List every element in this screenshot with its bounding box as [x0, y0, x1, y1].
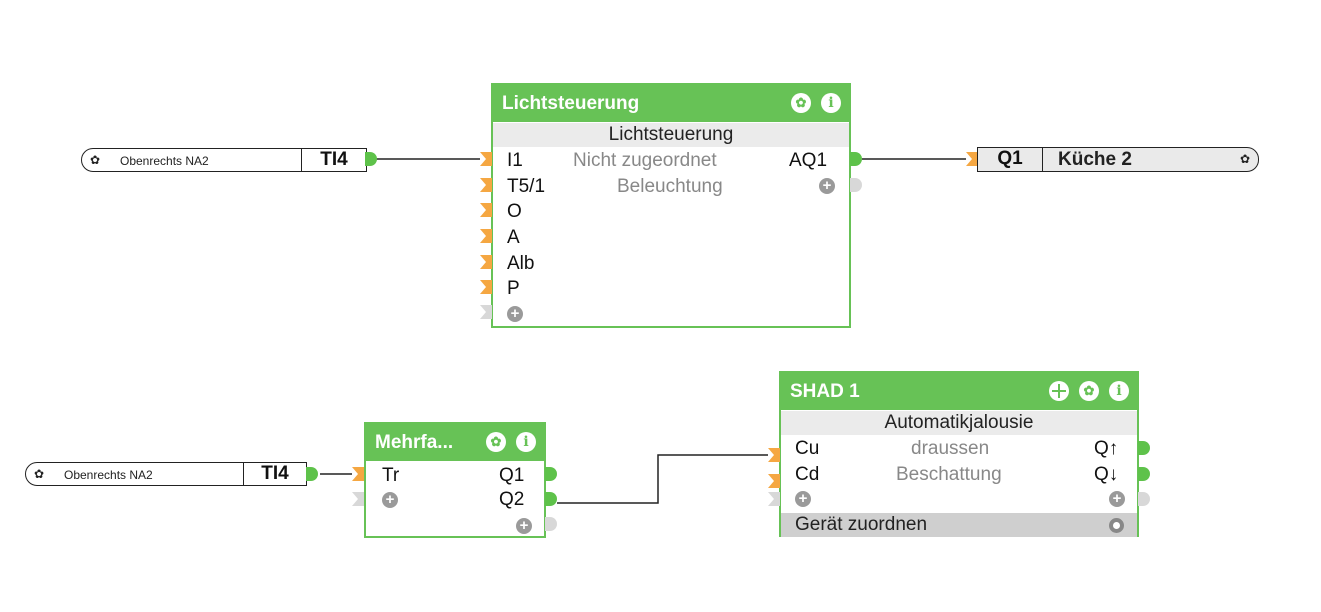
terminal-code: Q1 [977, 147, 1043, 172]
plus-icon[interactable]: + [507, 306, 523, 322]
plus-icon[interactable]: + [795, 491, 811, 507]
block-shad[interactable]: SHAD 1 ✿ i Automatikjalousie Cu Cd + dra… [779, 371, 1139, 537]
input-description: Nicht zugeordnet [573, 150, 717, 171]
output-connector-empty[interactable] [1138, 492, 1150, 506]
input-label-t51: T5/1 [507, 176, 546, 197]
gear-icon[interactable]: ✿ [486, 432, 506, 452]
input-description: Beleuchtung [617, 176, 723, 197]
info-icon[interactable]: i [516, 432, 536, 452]
gear-icon[interactable]: ✿ [89, 153, 101, 167]
gear-icon[interactable]: ✿ [1079, 381, 1099, 401]
output-connector-empty[interactable] [545, 517, 557, 531]
block-title: SHAD 1 [781, 373, 1137, 410]
output-connector[interactable] [306, 467, 318, 481]
output-connector-q1[interactable] [545, 467, 557, 481]
output-connector-aq1[interactable] [850, 152, 862, 166]
input-label-cu: Cu [795, 438, 820, 459]
input-label-a: A [507, 227, 520, 248]
input-connector[interactable] [966, 152, 978, 166]
output-connector-q-up[interactable] [1138, 441, 1150, 455]
output-connector-q2[interactable] [545, 492, 557, 506]
info-icon[interactable]: i [821, 93, 841, 113]
input-connector-t51[interactable] [480, 178, 492, 192]
terminal-name: Obenrechts NA2 [120, 154, 209, 168]
input-connector-a[interactable] [480, 229, 492, 243]
input-connector-p[interactable] [480, 280, 492, 294]
plus-icon[interactable]: + [382, 492, 398, 508]
clock-icon[interactable] [1109, 518, 1124, 533]
input-connector-o[interactable] [480, 203, 492, 217]
output-label-q1: Q1 [499, 465, 525, 486]
input-label-i1: I1 [507, 150, 523, 171]
input-connector-cd[interactable] [768, 474, 780, 488]
terminal-name: Küche 2 [1058, 149, 1132, 170]
terminal-code: TI4 [243, 462, 307, 486]
block-title: Lichtsteuerung [493, 85, 849, 122]
gear-icon[interactable]: ✿ [33, 467, 45, 481]
gear-icon[interactable]: ✿ [791, 93, 811, 113]
input-connector-alb[interactable] [480, 255, 492, 269]
terminal-name: Obenrechts NA2 [64, 468, 153, 482]
input-connector-cu[interactable] [768, 448, 780, 462]
plus-icon[interactable]: + [819, 178, 835, 194]
input-connector-empty[interactable] [768, 492, 780, 506]
output-connector[interactable] [365, 152, 377, 166]
input-connector-i1[interactable] [480, 152, 492, 166]
assign-device-bar[interactable]: Gerät zuordnen [781, 513, 1137, 537]
block-subtitle: Automatikjalousie [781, 411, 1137, 435]
wire-q2-to-cu [557, 454, 768, 504]
input-connector-tr[interactable] [352, 467, 364, 481]
output-terminal-1[interactable]: Q1 Küche 2 ✿ [977, 147, 1259, 172]
input-label-tr: Tr [382, 465, 400, 486]
info-icon[interactable]: i [1109, 381, 1129, 401]
plus-icon[interactable]: + [1109, 491, 1125, 507]
block-title: Mehrfa... [366, 424, 544, 461]
output-label-aq1: AQ1 [789, 150, 828, 171]
output-label-q-down: Q↓ [1094, 464, 1119, 485]
input-terminal-2[interactable]: ✿ Obenrechts NA2 TI4 [25, 462, 307, 486]
terminal-code: TI4 [301, 148, 367, 172]
input-terminal-1[interactable]: ✿ Obenrechts NA2 TI4 [81, 148, 367, 172]
input-description: Beschattung [896, 464, 1002, 485]
plus-icon[interactable]: + [516, 518, 532, 534]
move-icon[interactable] [1049, 381, 1069, 401]
output-label-q-up: Q↑ [1094, 438, 1119, 459]
input-label-cd: Cd [795, 464, 820, 485]
input-connector-empty[interactable] [480, 305, 492, 319]
input-description: draussen [911, 438, 990, 459]
input-label-p: P [507, 278, 520, 299]
output-connector-empty[interactable] [850, 178, 862, 192]
input-label-alb: Alb [507, 253, 535, 274]
gear-icon[interactable]: ✿ [1239, 152, 1251, 166]
block-subtitle: Lichtsteuerung [493, 123, 849, 147]
input-label-o: O [507, 201, 522, 222]
block-lichtsteuerung[interactable]: Lichtsteuerung ✿ i Lichtsteuerung I1 T5/… [491, 83, 851, 328]
input-connector-empty[interactable] [352, 492, 364, 506]
output-label-q2: Q2 [499, 489, 525, 510]
output-connector-q-down[interactable] [1138, 467, 1150, 481]
block-mehrfach[interactable]: Mehrfa... ✿ i Tr + Q1 Q2 + [364, 422, 546, 538]
